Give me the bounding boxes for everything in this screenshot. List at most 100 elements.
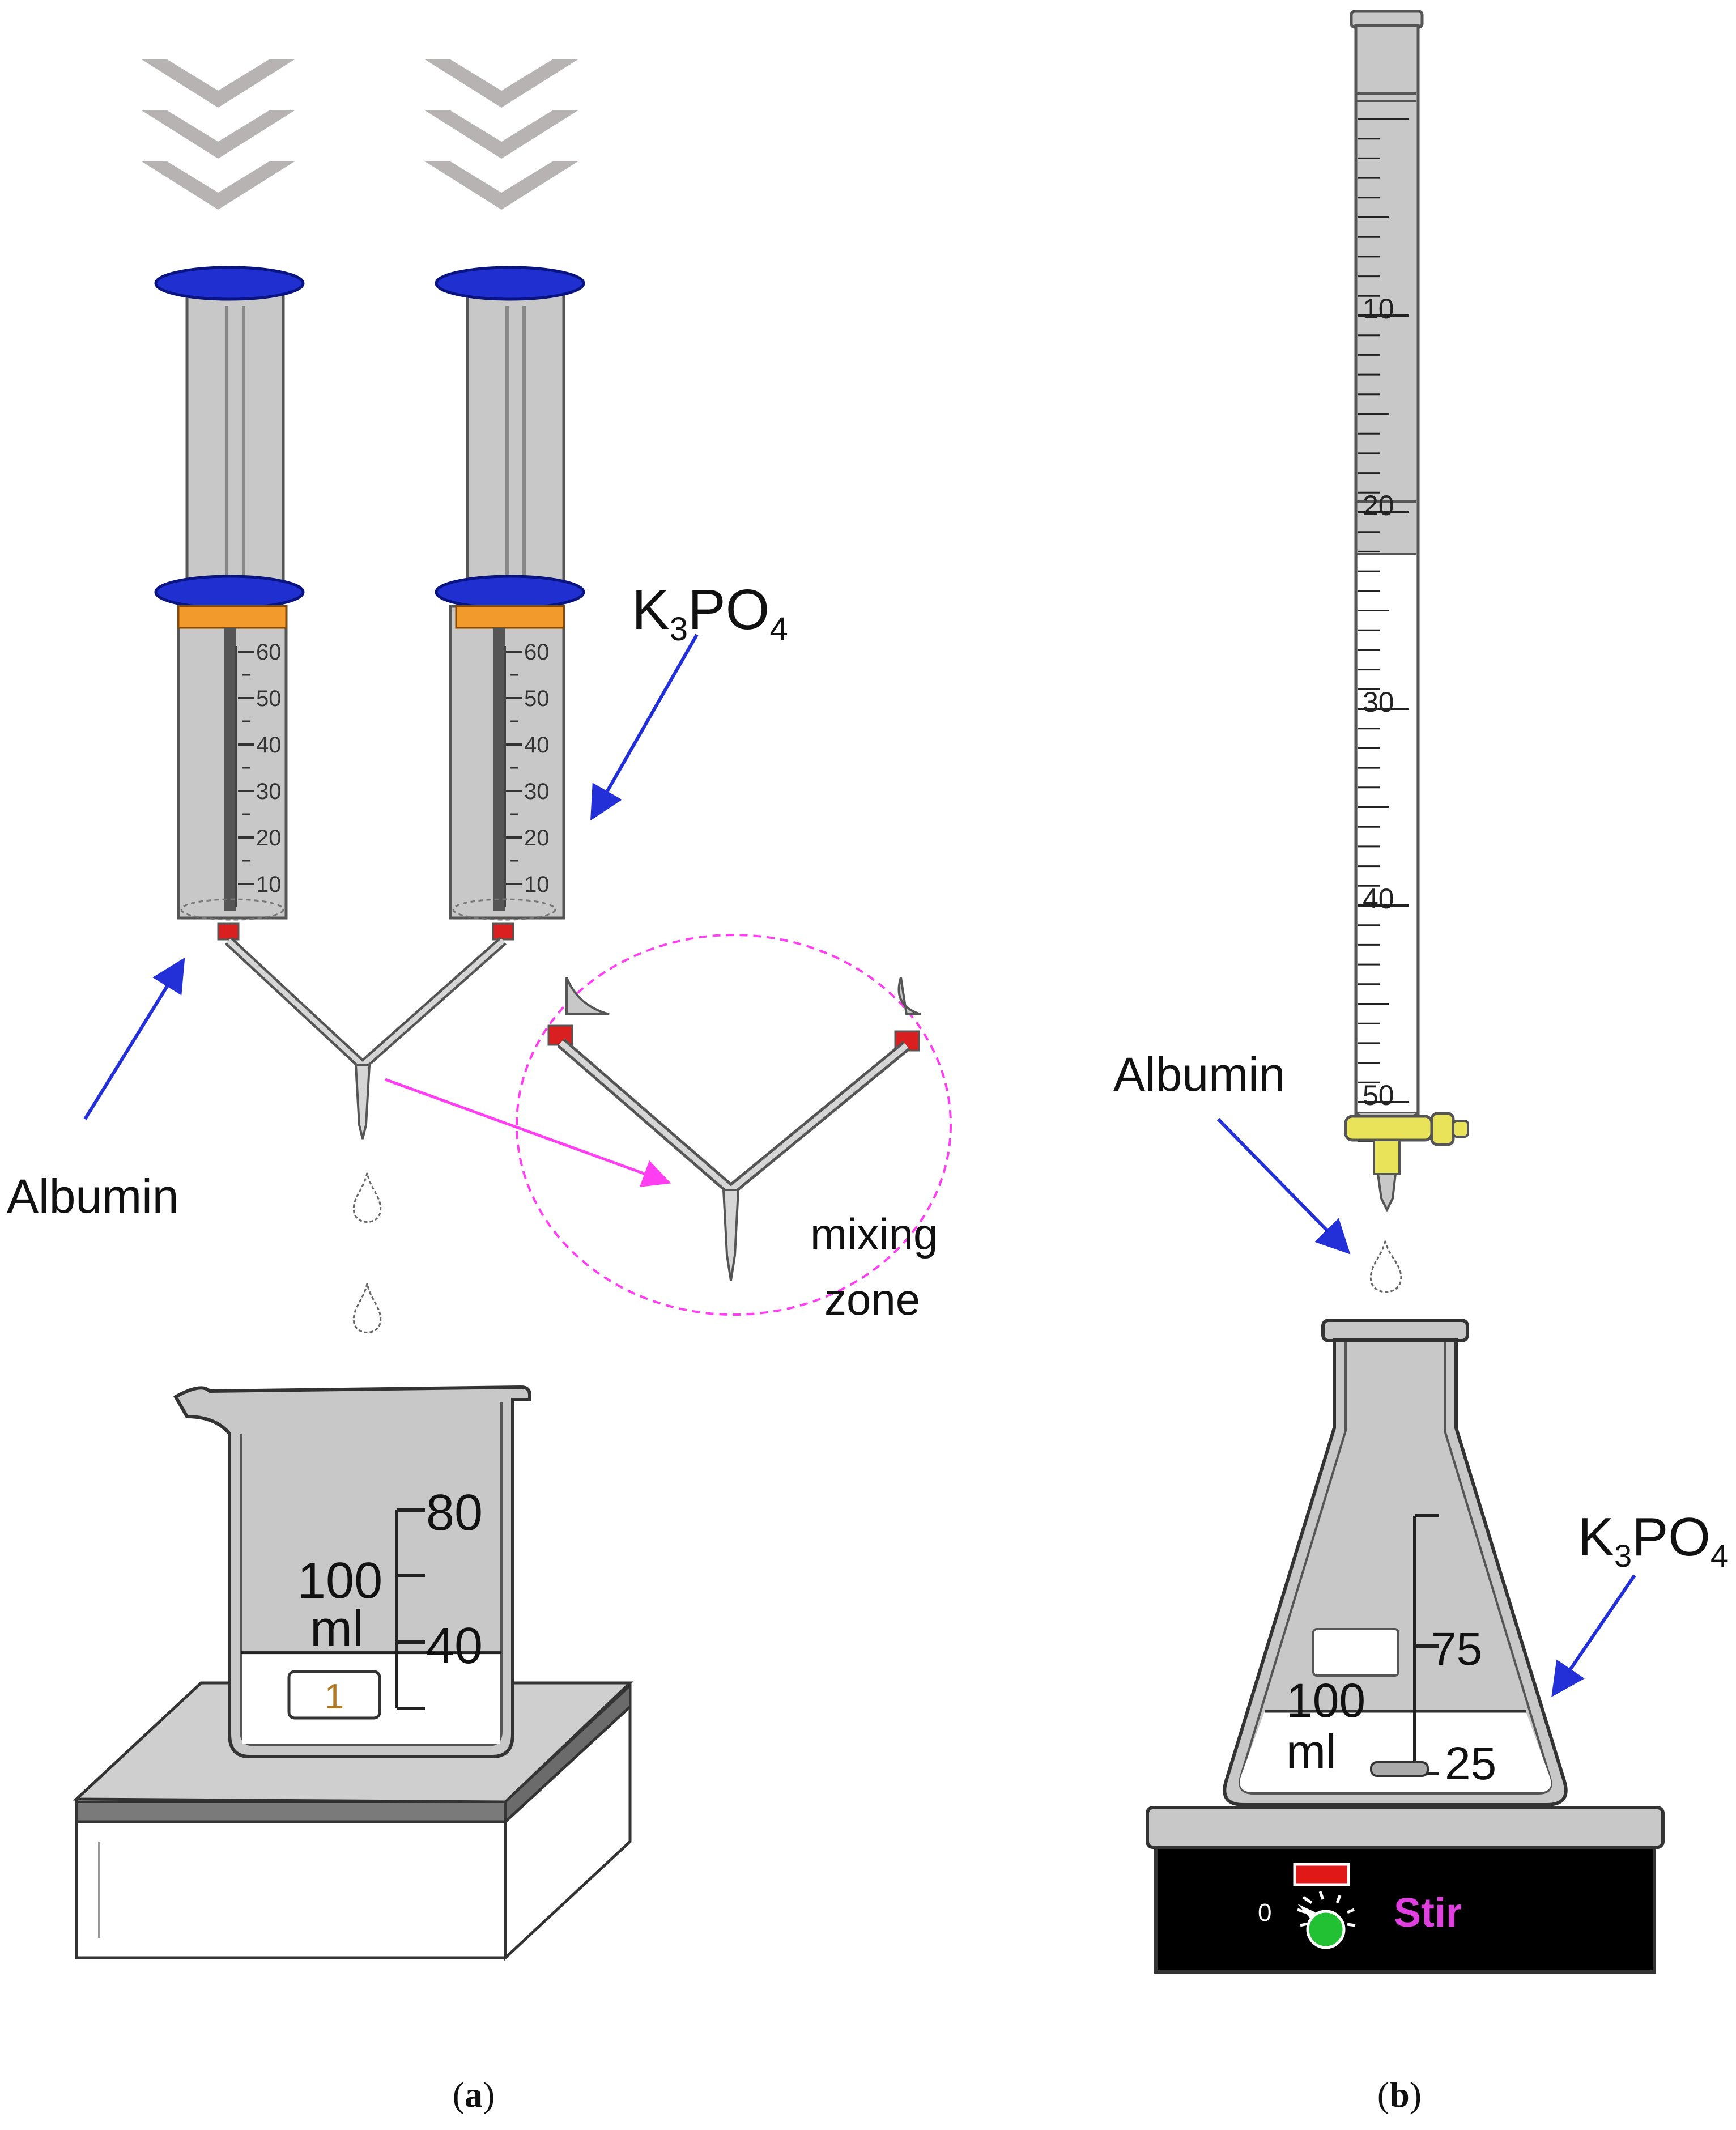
mixing-zone-inset — [516, 934, 952, 1316]
balance-display-value: 1 — [325, 1677, 344, 1716]
k3po4-label-a: K3PO4 — [632, 578, 788, 648]
mixing-zone-circle — [516, 934, 952, 1316]
syringe-right-top-cap — [435, 266, 585, 301]
syringe-left-piston-shaft — [224, 628, 236, 911]
syringe-left-top-cap — [154, 266, 305, 301]
syringe-tick-label: 50 — [256, 686, 282, 711]
k3po4-arrow-a — [590, 634, 699, 821]
stirrer-zero-mark: 0 — [1258, 1899, 1271, 1927]
beaker-volume-unit: ml — [310, 1601, 364, 1657]
syringe-tick-label: 60 — [256, 640, 282, 665]
push-chevrons-right-icon — [425, 59, 578, 210]
burette-tick-label: 50 — [1363, 1079, 1394, 1111]
syringe-left-orange-ring — [177, 605, 287, 629]
burette-tick-label: 30 — [1363, 686, 1394, 718]
burette: 10 20 30 40 50 — [1344, 10, 1469, 1213]
flask-volume-unit: ml — [1286, 1725, 1337, 1778]
beaker-volume-number: 100 — [297, 1553, 382, 1609]
drop-b-icon — [1369, 1240, 1402, 1293]
k3po4-a-sub4: 4 — [769, 611, 788, 648]
magnetic-stirrer: 0 Stir — [1146, 1806, 1665, 1974]
beaker: 80 40 100 ml 1 — [173, 1385, 531, 1758]
burette-tip — [1376, 1173, 1397, 1213]
syringe-left-base — [180, 898, 284, 921]
k3po4-a-sub3: 3 — [670, 611, 688, 648]
albumin-arrow-b — [1216, 1117, 1351, 1255]
albumin-label-b: Albumin — [1113, 1048, 1285, 1101]
flask-liquid — [1240, 1711, 1551, 1792]
syringe-tick-label: 30 — [524, 779, 550, 804]
burette-liquid-clear — [1358, 554, 1416, 1112]
caption-b-open: ( — [1377, 2074, 1389, 2115]
syringe-right-orange-ring — [455, 605, 565, 629]
balance-display — [287, 1670, 381, 1720]
syringe-left: 60 50 40 30 20 10 — [154, 266, 305, 941]
syringe-left-tip — [217, 922, 240, 941]
beaker-scale — [395, 1508, 425, 1710]
syringe-right-tip — [492, 922, 514, 941]
k3po4-label-b: K3PO4 — [1578, 1507, 1728, 1574]
caption-a-open: ( — [453, 2074, 465, 2115]
stir-bar — [1370, 1761, 1429, 1777]
syringe-tick-label: 20 — [524, 826, 550, 851]
mixing-zone-arrow — [385, 1078, 671, 1187]
burette-scale: 10 20 30 40 50 — [1358, 118, 1409, 1142]
syringe-tick-label: 10 — [256, 872, 282, 897]
syringe-tick-label: 40 — [524, 733, 550, 758]
syringe-right-scale: 60 50 40 30 20 10 — [506, 640, 550, 897]
syringe-right-base — [452, 898, 556, 921]
stirrer-label: Stir — [1394, 1890, 1462, 1936]
syringe-left-flange — [154, 575, 305, 610]
flask-rim — [1321, 1319, 1469, 1342]
stirrer-knob[interactable] — [1306, 1910, 1346, 1949]
syringe-right-plunger — [466, 290, 565, 600]
burette-tick-label: 20 — [1363, 490, 1394, 521]
caption-a-letter: a — [465, 2074, 483, 2115]
beaker-scale-80: 80 — [426, 1485, 483, 1541]
stirrer-body — [1154, 1846, 1656, 1974]
flask-scale-75: 75 — [1431, 1623, 1482, 1675]
k3po4-a-po: PO — [688, 578, 769, 641]
syringe-tick-label: 50 — [524, 686, 550, 711]
syringe-tick-label: 10 — [524, 872, 550, 897]
burette-stopcock-body — [1344, 1115, 1433, 1142]
albumin-label-a: Albumin — [7, 1170, 178, 1223]
flask-body — [1223, 1338, 1568, 1806]
syringe-right-flange — [435, 575, 585, 610]
k3po4-b-po: PO — [1632, 1507, 1711, 1567]
balance-body — [75, 1820, 507, 1959]
push-chevrons-left-icon — [142, 59, 295, 210]
caption-b: (b) — [1377, 2074, 1422, 2115]
syringe-tick-label: 30 — [256, 779, 282, 804]
zone-label: zone — [824, 1274, 920, 1324]
syringe-tick-label: 20 — [256, 826, 282, 851]
albumin-arrow-a — [83, 957, 185, 1120]
syringe-right-piston-shaft — [493, 628, 505, 911]
stirrer-top-plate — [1146, 1806, 1665, 1849]
panel-a: 60 50 40 30 20 10 60 50 40 30 20 10 — [7, 59, 952, 2115]
syringe-left-plunger — [185, 290, 285, 600]
k3po4-b-sub3: 3 — [1614, 1538, 1632, 1574]
caption-a: (a) — [453, 2074, 495, 2115]
k3po4-b-sub4: 4 — [1711, 1538, 1728, 1574]
syringe-left-scale: 60 50 40 30 20 10 — [238, 640, 282, 897]
burette-tick-label: 40 — [1363, 883, 1394, 915]
flask-label-box — [1312, 1628, 1399, 1677]
erlenmeyer-flask: 75 25 100 ml — [1223, 1319, 1568, 1806]
caption-b-close: ) — [1410, 2074, 1422, 2115]
syringe-tick-label: 40 — [256, 733, 282, 758]
syringe-right: 60 50 40 30 20 10 — [435, 266, 585, 941]
mixing-label: mixing — [810, 1209, 938, 1259]
flask-scale-25: 25 — [1445, 1738, 1496, 1789]
caption-a-close: ) — [483, 2074, 495, 2115]
beaker-scale-40: 40 — [426, 1618, 483, 1674]
burette-tick-label: 10 — [1363, 293, 1394, 325]
drop-lower-icon — [352, 1283, 382, 1333]
k3po4-a-k: K — [632, 578, 670, 641]
drop-upper-icon — [352, 1172, 382, 1223]
syringe-right-barrel — [449, 605, 565, 920]
syringe-tick-label: 60 — [524, 640, 550, 665]
flask-volume-number: 100 — [1286, 1674, 1365, 1727]
